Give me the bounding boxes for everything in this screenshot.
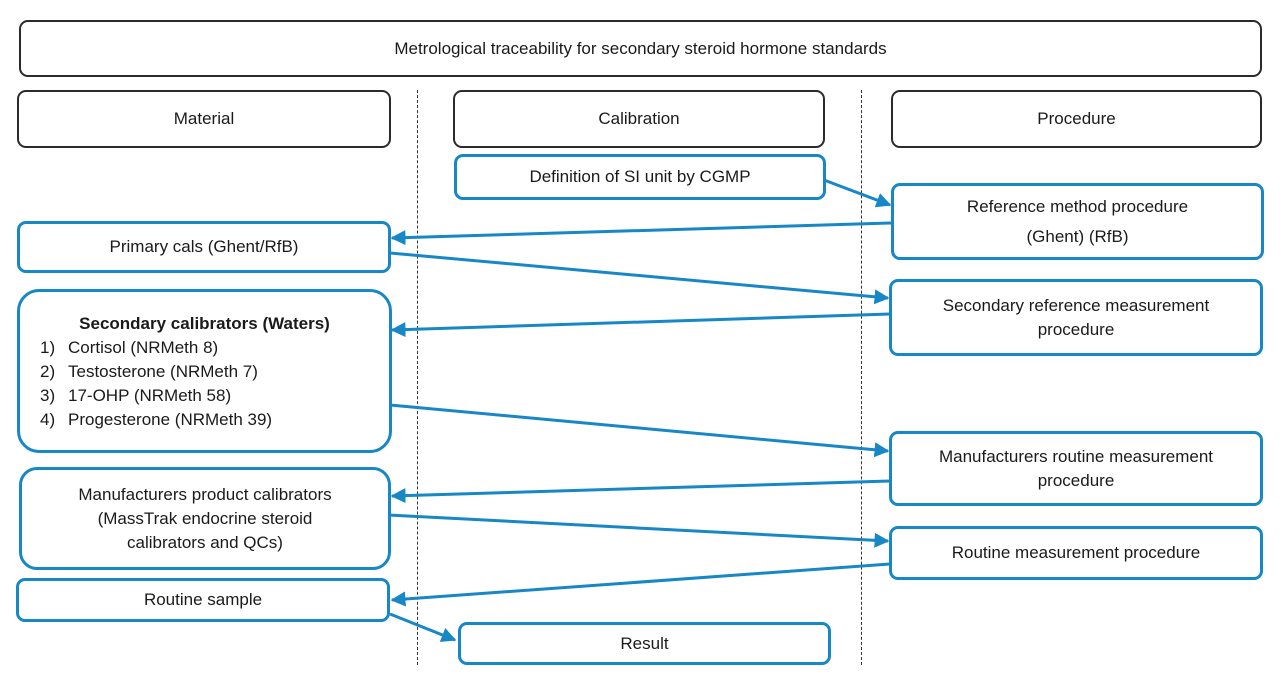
list-item-number: 4) [40, 410, 56, 429]
arrow-manufacturer-procedure-to-product-cals [390, 479, 891, 504]
result-label: Result [620, 633, 669, 653]
list-item-number: 1) [40, 338, 56, 357]
product-calibrators-line-2: (MassTrak endocrine steroid [97, 508, 313, 528]
routine-sample-box: Routine sample [16, 578, 390, 622]
column-header-material-label: Material [173, 109, 235, 128]
list-item-number: 3) [40, 386, 56, 405]
routine-measurement-label: Routine measurement procedure [951, 543, 1201, 562]
column-header-material: Material [17, 90, 391, 148]
column-divider-right [861, 90, 862, 665]
column-divider-left [417, 90, 418, 665]
column-header-calibration-label: Calibration [598, 109, 680, 128]
arrow-definition-to-reference [823, 178, 892, 208]
list-item-label: Cortisol (NRMeth 8) [68, 338, 219, 357]
routine-measurement-box: Routine measurement procedure [889, 526, 1263, 580]
arrow-product-cals-to-routine-procedure [387, 513, 890, 548]
secondary-calibrators-box: Secondary calibrators (Waters) 1) Cortis… [17, 289, 392, 453]
arrow-primary-to-secondary-procedure [389, 251, 890, 305]
manufacturer-routine-line-2: procedure [1037, 470, 1115, 490]
arrow-routine-sample-to-result [389, 612, 457, 642]
list-item-label: 17-OHP (NRMeth 58) [68, 386, 232, 405]
list-item: 4) Progesterone (NRMeth 39) [40, 408, 272, 432]
reference-method-line-1: Reference method procedure [966, 196, 1189, 216]
result-box: Result [458, 622, 831, 665]
list-item-label: Progesterone (NRMeth 39) [68, 410, 273, 429]
primary-cals-box: Primary cals (Ghent/RfB) [17, 221, 391, 273]
secondary-calibrators-title: Secondary calibrators (Waters) [79, 314, 330, 333]
definition-si-unit-label: Definition of SI unit by CGMP [529, 167, 751, 186]
secondary-reference-line-1: Secondary reference measurement [942, 295, 1210, 315]
column-header-procedure: Procedure [891, 90, 1262, 148]
list-item-label: Testosterone (NRMeth 7) [68, 362, 258, 381]
reference-method-box: Reference method procedure (Ghent) (RfB) [891, 183, 1264, 260]
diagram-title-text: Metrological traceability for secondary … [394, 38, 887, 58]
list-item: 2) Testosterone (NRMeth 7) [40, 360, 258, 384]
product-calibrators-box: Manufacturers product calibrators (MassT… [19, 467, 391, 570]
column-header-calibration: Calibration [453, 90, 825, 148]
list-item: 1) Cortisol (NRMeth 8) [40, 336, 218, 360]
definition-si-unit-box: Definition of SI unit by CGMP [454, 154, 826, 200]
product-calibrators-line-3: calibrators and QCs) [127, 532, 283, 552]
column-header-procedure-label: Procedure [1037, 109, 1116, 128]
product-calibrators-line-1: Manufacturers product calibrators [78, 484, 332, 504]
reference-method-line-2: (Ghent) (RfB) [1026, 226, 1129, 246]
manufacturer-routine-procedure-box: Manufacturers routine measurement proced… [889, 431, 1263, 506]
routine-sample-label: Routine sample [143, 590, 263, 609]
diagram-title: Metrological traceability for secondary … [19, 20, 1262, 77]
list-item: 3) 17-OHP (NRMeth 58) [40, 384, 231, 408]
manufacturer-routine-line-1: Manufacturers routine measurement [938, 446, 1214, 466]
list-item-number: 2) [40, 362, 56, 381]
arrow-secondary-cals-to-manufacturer-procedure [389, 403, 890, 458]
arrow-reference-to-primary [390, 221, 893, 246]
secondary-reference-line-2: procedure [1037, 319, 1115, 339]
arrow-secondary-procedure-to-secondary-cals [390, 312, 891, 338]
primary-cals-label: Primary cals (Ghent/RfB) [109, 237, 299, 256]
arrow-routine-procedure-to-routine-sample [390, 562, 891, 607]
secondary-reference-procedure-box: Secondary reference measurement procedur… [889, 279, 1263, 356]
